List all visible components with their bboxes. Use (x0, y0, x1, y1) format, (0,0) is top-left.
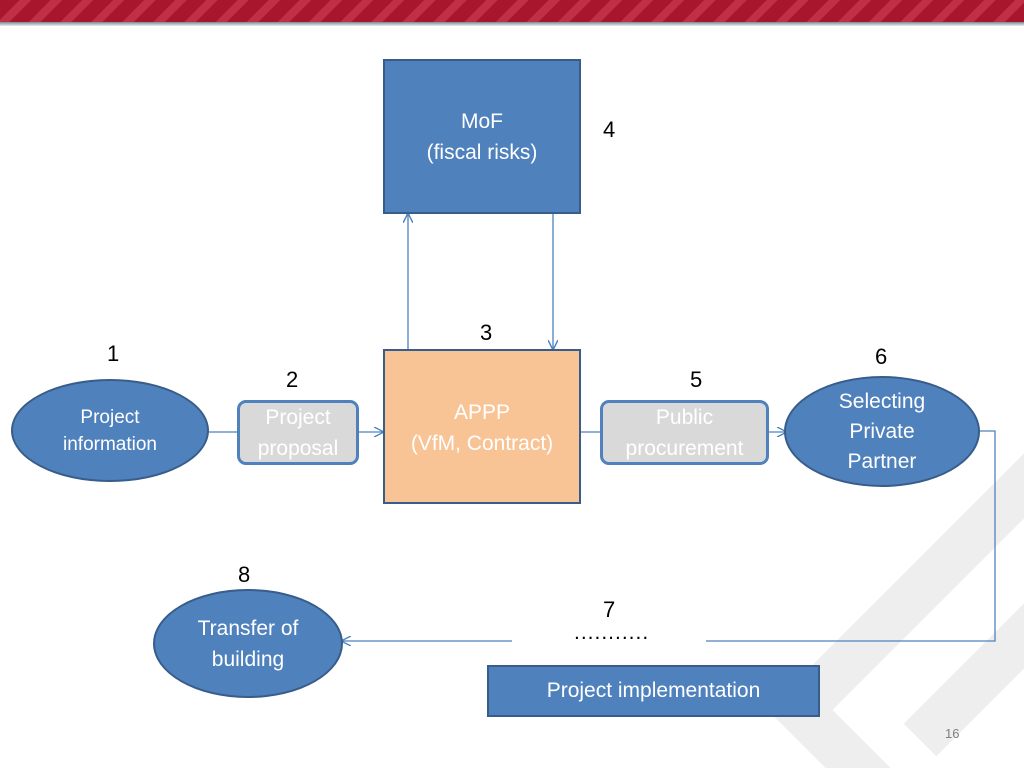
watermark-logo (767, 453, 1024, 768)
project-information-node: Project information (11, 379, 209, 482)
page-number: 16 (945, 726, 960, 741)
step-number-7: 7 (603, 597, 616, 622)
step-number-1: 1 (107, 341, 120, 366)
header-shadow (0, 22, 1024, 26)
header-band (0, 0, 1024, 22)
step-number-4: 4 (603, 117, 616, 142)
public-procurement-node: Public procurement (600, 400, 769, 465)
appp-node: APPP (VfM, Contract) (383, 349, 581, 504)
mof-node: MoF (fiscal risks) (383, 59, 581, 214)
project-proposal-node: Project proposal (237, 400, 359, 465)
step-number-3: 3 (480, 320, 493, 345)
selecting-private-partner-node: Selecting Private Partner (784, 376, 980, 487)
step-number-5: 5 (690, 367, 703, 392)
step-number-8: 8 (238, 562, 251, 587)
step-number-6: 6 (875, 344, 888, 369)
implementation-ellipsis: ........... (574, 621, 650, 644)
transfer-of-building-node: Transfer of building (153, 589, 343, 698)
step-number-2: 2 (286, 367, 299, 392)
connector-partner-to-implementation (706, 430, 996, 642)
project-implementation-node: Project implementation (487, 665, 820, 717)
